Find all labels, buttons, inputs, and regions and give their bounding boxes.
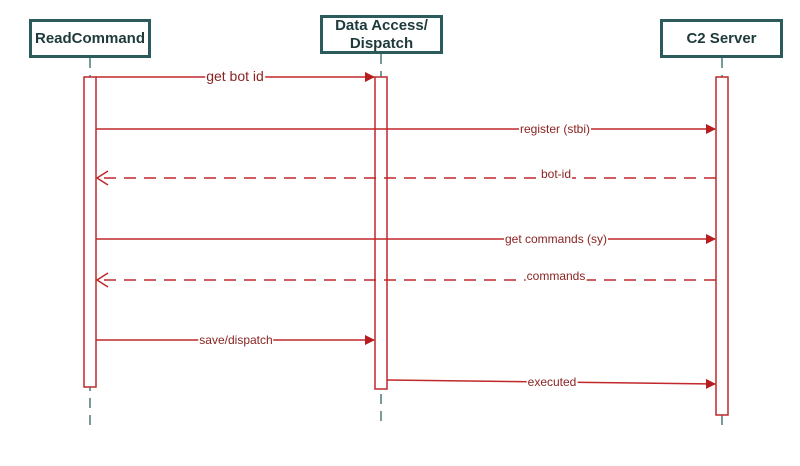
activation-data-access	[374, 76, 388, 390]
message-label: bot-id	[539, 167, 573, 181]
open-arrowhead-icon	[95, 272, 109, 288]
message-label: get bot id	[205, 68, 265, 84]
actor-readcommand: ReadCommand	[29, 19, 151, 58]
message-label: get commands (sy)	[503, 232, 609, 246]
actor-label: C2 Server	[686, 29, 757, 47]
message-label: executed	[526, 375, 578, 389]
message-label: commands	[525, 269, 587, 283]
actor-data-access-dispatch: Data Access/ Dispatch	[320, 15, 443, 54]
activation-c2-server	[715, 76, 729, 416]
message-label: register (stbi)	[518, 122, 592, 136]
open-arrowhead-icon	[95, 170, 109, 186]
actor-label: ReadCommand	[34, 29, 146, 47]
actor-c2-server: C2 Server	[660, 19, 783, 58]
actor-label: Data Access/ Dispatch	[335, 16, 428, 52]
message-label: save/dispatch	[198, 333, 274, 347]
activation-readcommand	[83, 76, 97, 388]
